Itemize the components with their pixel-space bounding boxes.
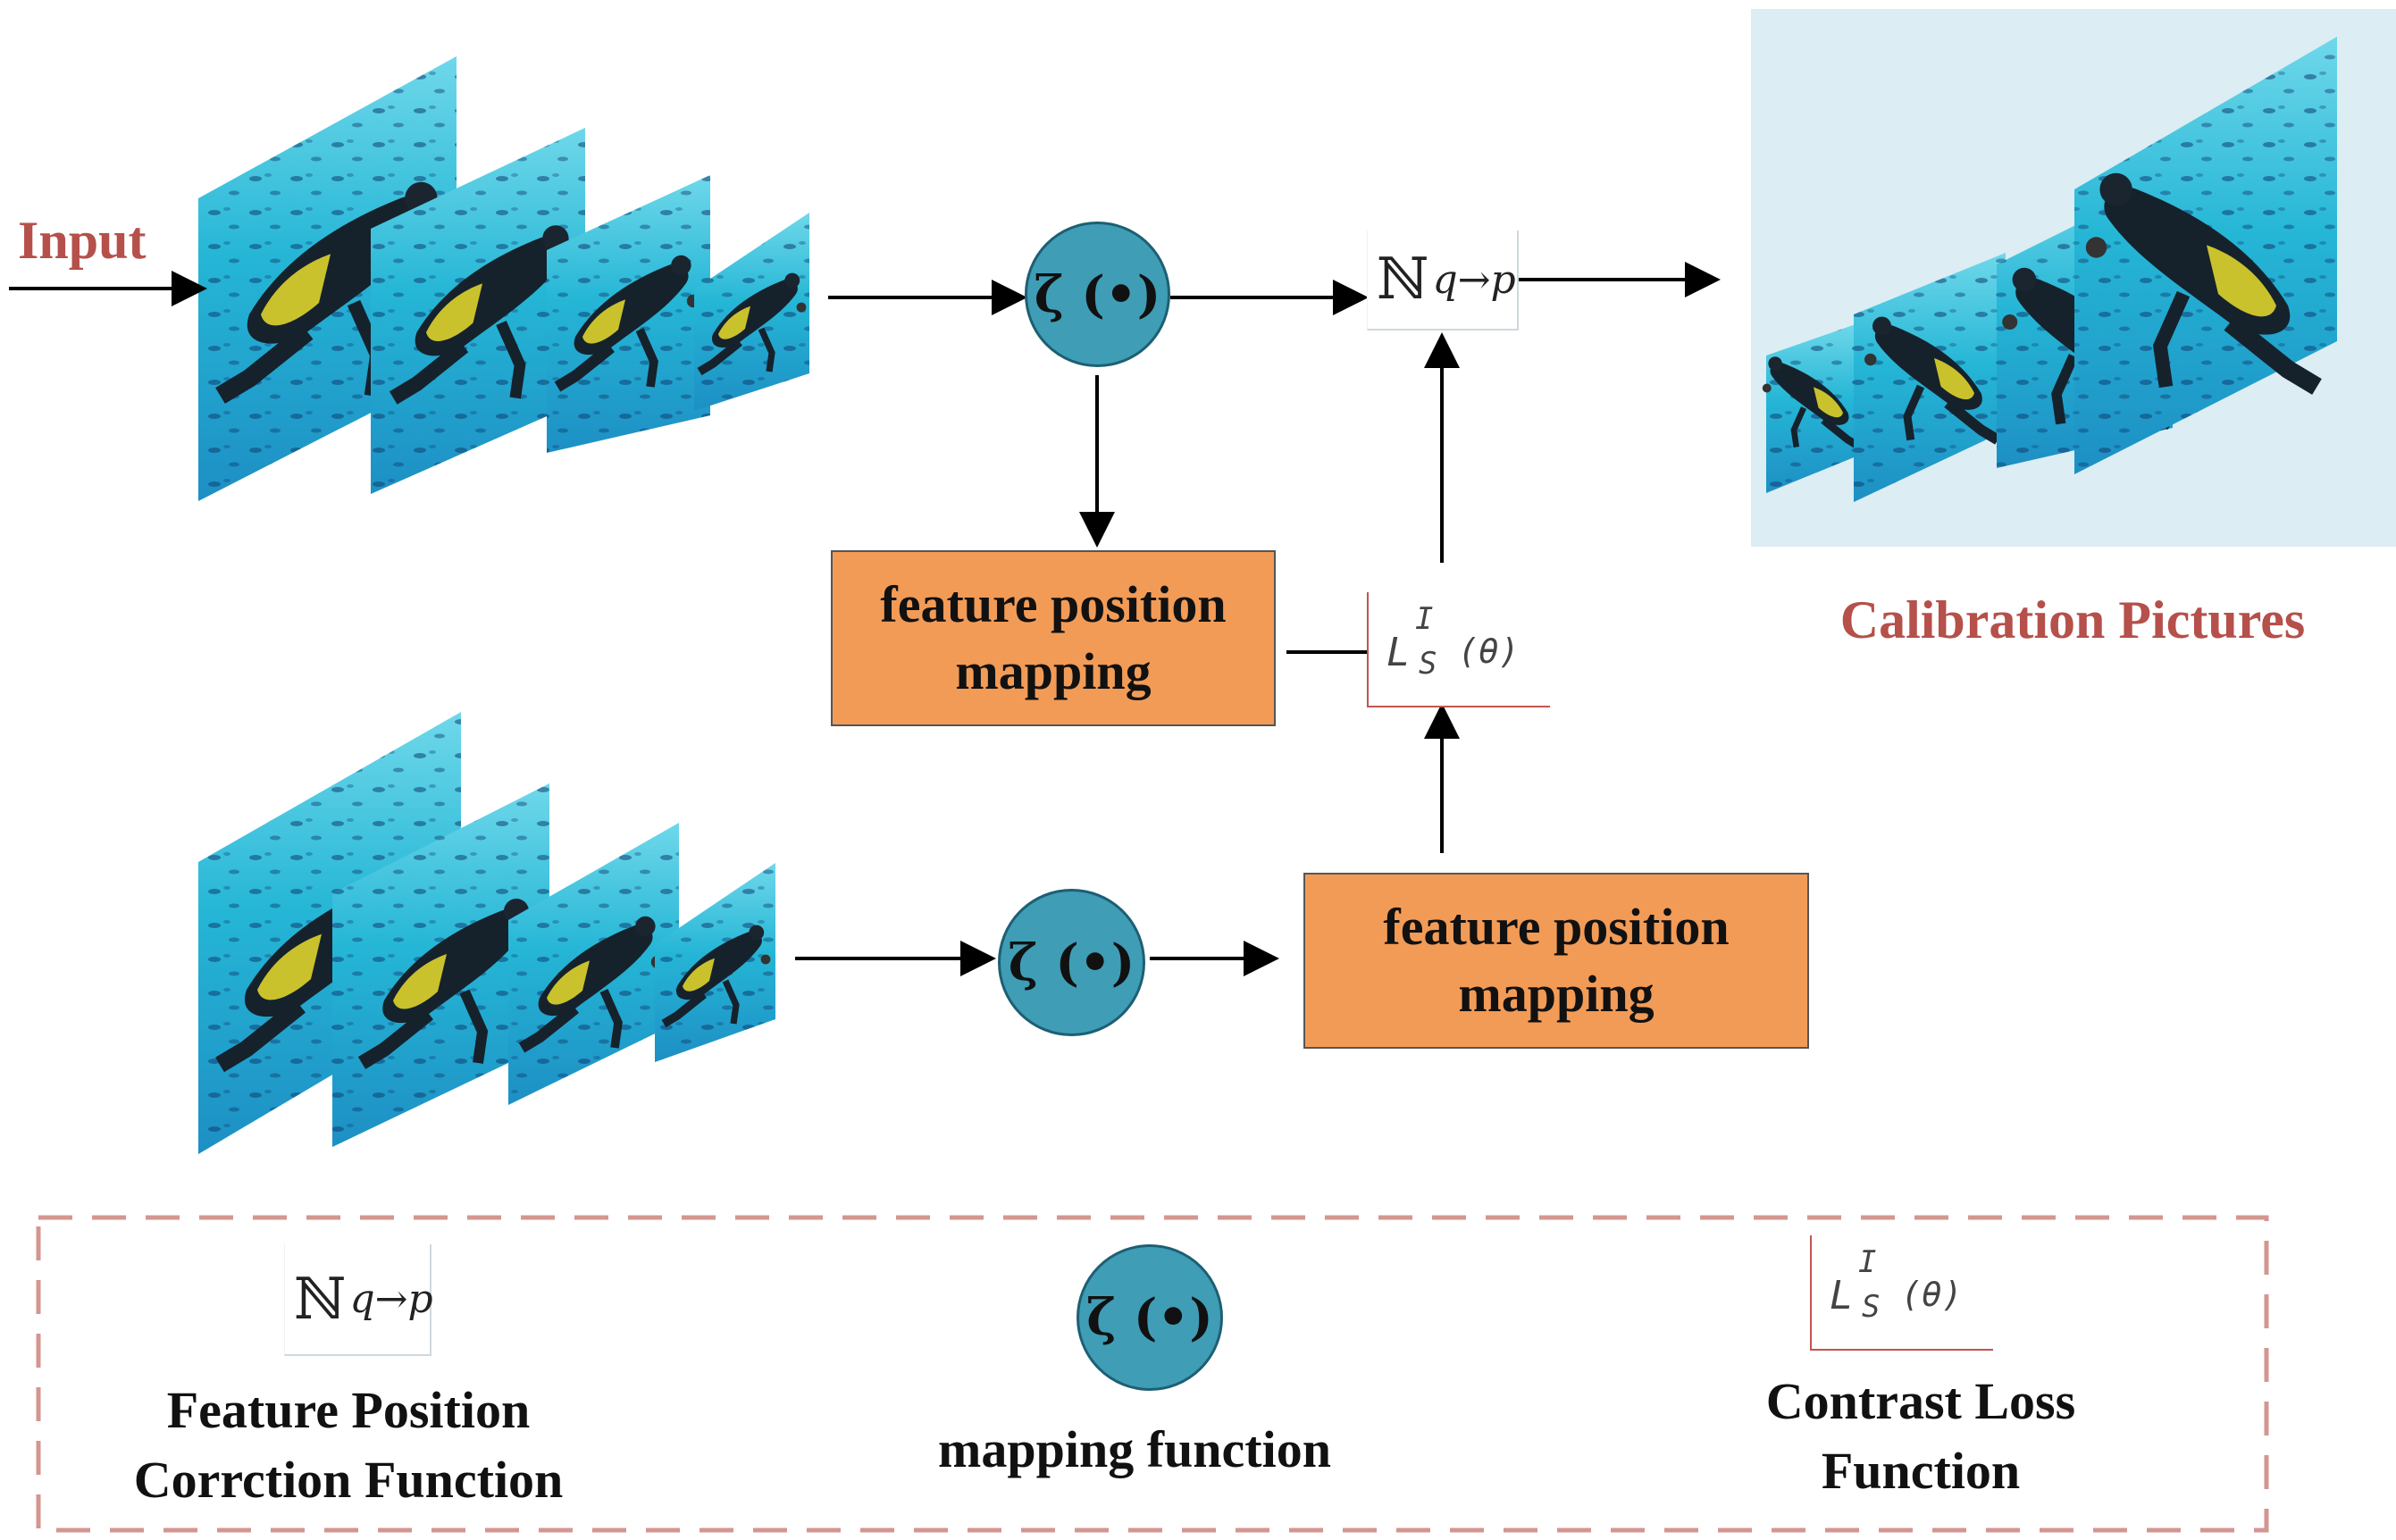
output-frame-2 <box>1854 253 2006 502</box>
output-frame-4 <box>2074 37 2337 474</box>
loss-superscript: I <box>1415 601 1434 637</box>
legend-mapping-function-label: mapping function <box>938 1420 1331 1478</box>
legend-loss-superscript: I <box>1858 1244 1877 1280</box>
input-label: Input <box>18 211 147 270</box>
feature-position-mapping-bottom-text: feature position mapping <box>1383 898 1730 1023</box>
legend-loss-L: L <box>1830 1273 1854 1318</box>
legend-mapping-function-icon: ζ (•) <box>1077 1244 1223 1391</box>
legend-n-symbol-base: ℕ <box>294 1266 347 1333</box>
reference-frame-3 <box>508 823 679 1105</box>
legend-loss-subscript: S <box>1862 1289 1881 1325</box>
legend-contrast-loss-label: Contrast Loss Function <box>1765 1372 2076 1501</box>
legend-frame <box>36 1215 2269 1533</box>
loss-L: L <box>1386 630 1411 675</box>
reference-image-stack <box>198 712 775 1154</box>
reference-frame-2 <box>332 783 549 1147</box>
loss-subscript: S <box>1419 646 1437 682</box>
output-frame-1 <box>1763 323 1860 493</box>
n-symbol-subscript: q→p <box>1432 256 1516 303</box>
legend-n-symbol-subscript: q→p <box>349 1276 433 1322</box>
input-frame-2 <box>371 128 585 494</box>
mapping-function-node-bottom: ζ (•) <box>998 889 1145 1036</box>
legend-loss-argument: (θ) <box>1901 1275 1963 1314</box>
reference-frame-1 <box>198 712 461 1154</box>
input-frame-4 <box>694 213 809 411</box>
n-symbol-base: ℕ <box>1377 247 1429 313</box>
contrast-loss-symbol: L I S (θ) <box>1367 592 1550 707</box>
output-label: Calibration Pictures <box>1839 590 2306 649</box>
feature-position-mapping-box-top: feature position mapping <box>831 550 1276 726</box>
input-frame-3 <box>547 175 710 453</box>
feature-position-mapping-box-bottom: feature position mapping <box>1303 873 1809 1049</box>
legend-correction-function-label: Feature Position Corrction Function <box>133 1381 564 1510</box>
mapping-function-node-top: ζ (•) <box>1025 222 1170 367</box>
output-image-stack <box>1763 37 2337 502</box>
feature-position-mapping-top-text: feature position mapping <box>880 575 1227 700</box>
loss-argument: (θ) <box>1458 632 1520 671</box>
reference-frame-4 <box>655 863 775 1062</box>
input-image-stack <box>198 56 809 501</box>
legend-contrast-loss-icon: L I S (θ) <box>1810 1235 1993 1351</box>
